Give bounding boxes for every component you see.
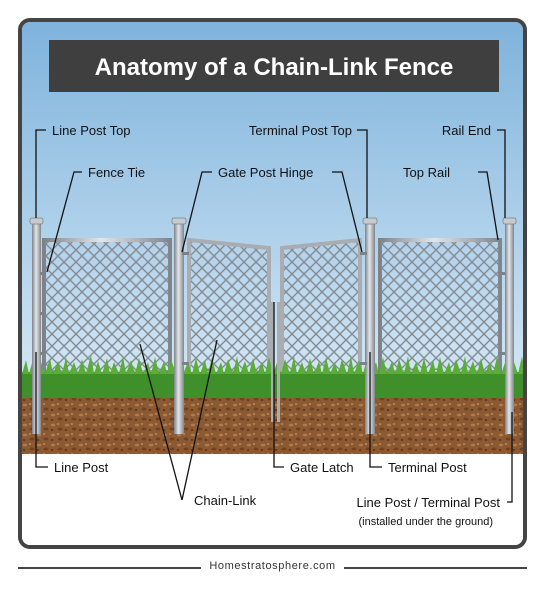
footer-brand[interactable]: Homestratosphere.com bbox=[201, 560, 344, 572]
footer: Homestratosphere.com bbox=[18, 558, 527, 578]
diagram-frame: Anatomy of a Chain-Link Fence bbox=[18, 18, 527, 549]
chain-link-panel-left bbox=[42, 238, 172, 374]
gate-post-left-cap bbox=[171, 217, 187, 225]
leader-lines bbox=[35, 129, 513, 503]
fence-ties bbox=[40, 252, 505, 365]
line-post-left-cap bbox=[29, 217, 44, 225]
label-line-post: Line Post bbox=[54, 460, 109, 475]
label-terminal-post: Terminal Post bbox=[388, 460, 467, 475]
footer-brand-wrap: Homestratosphere.com bbox=[18, 560, 527, 572]
gate-latch-rod bbox=[271, 302, 274, 422]
label-installed-note: (installed under the ground) bbox=[358, 516, 493, 528]
gate-post-left bbox=[174, 222, 184, 434]
line-post-left bbox=[32, 222, 41, 434]
gate-latch-rod bbox=[277, 302, 280, 422]
label-chain-link: Chain-Link bbox=[194, 493, 257, 508]
label-gate-post-hinge: Gate Post Hinge bbox=[218, 165, 313, 180]
line-post-right-cap bbox=[502, 217, 517, 225]
label-gate-latch: Gate Latch bbox=[290, 460, 354, 475]
terminal-post-right-cap bbox=[362, 217, 378, 225]
ground-white bbox=[22, 454, 523, 545]
diagram-title: Anatomy of a Chain-Link Fence bbox=[95, 54, 454, 81]
line-post-right bbox=[505, 222, 514, 434]
fence-diagram: Anatomy of a Chain-Link Fence bbox=[22, 22, 523, 545]
label-terminal-post-top: Terminal Post Top bbox=[249, 123, 352, 138]
label-line-terminal-post: Line Post / Terminal Post bbox=[356, 495, 500, 510]
label-top-rail: Top Rail bbox=[403, 165, 450, 180]
label-rail-end: Rail End bbox=[442, 123, 491, 138]
terminal-post-right bbox=[365, 222, 375, 434]
chain-link-panel-right bbox=[378, 238, 502, 374]
label-fence-tie: Fence Tie bbox=[88, 165, 145, 180]
label-line-post-top: Line Post Top bbox=[52, 123, 131, 138]
title-banner: Anatomy of a Chain-Link Fence bbox=[49, 40, 499, 92]
